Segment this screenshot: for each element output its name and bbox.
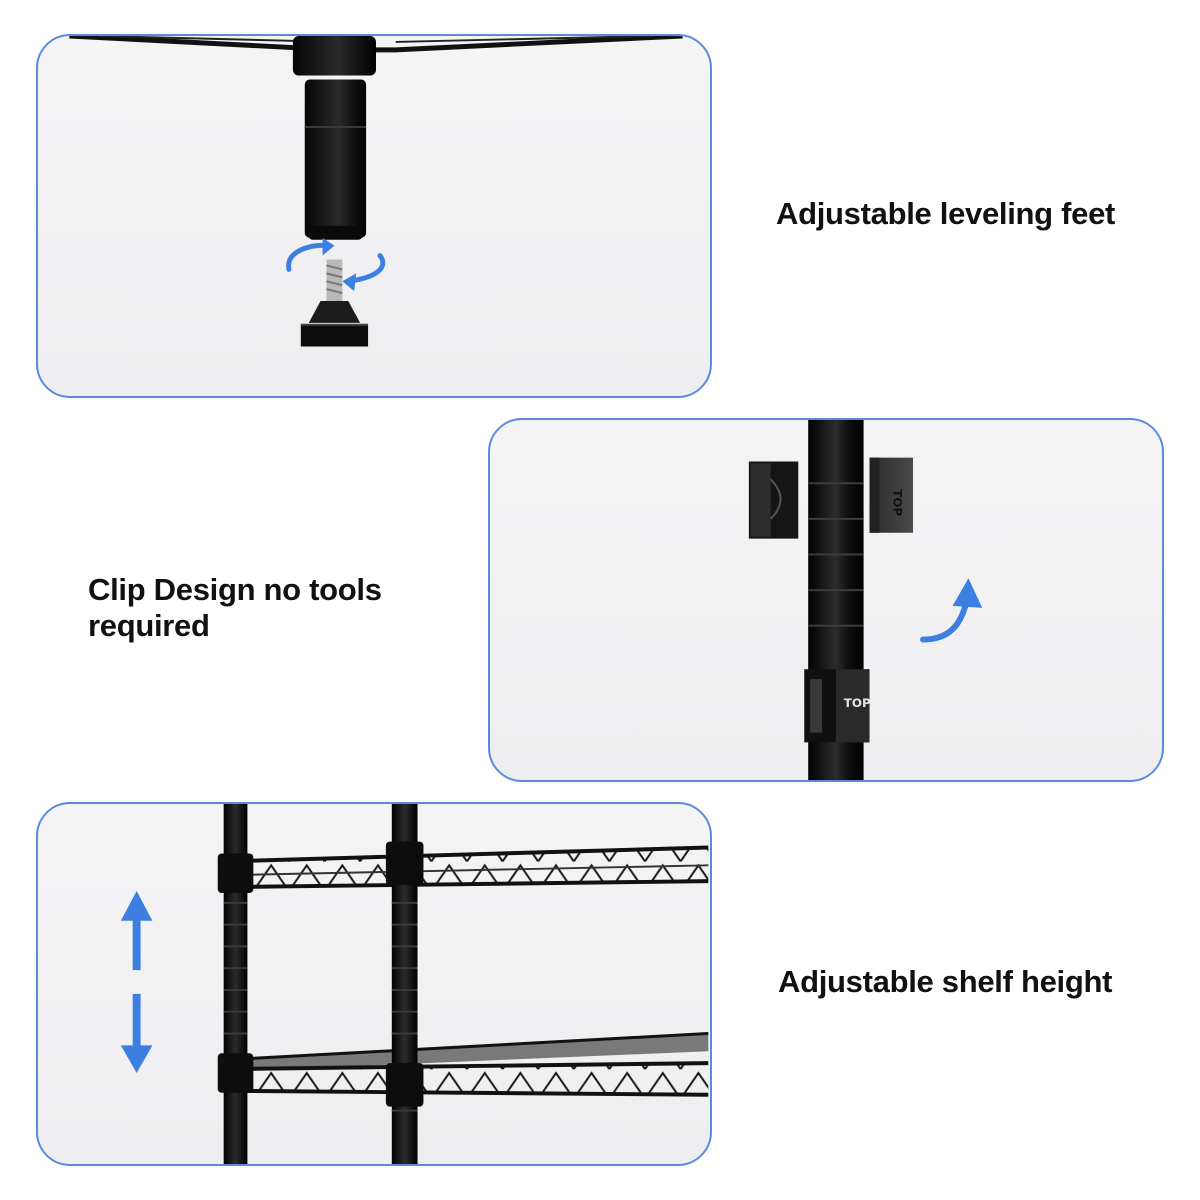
vertical-double-arrow-icon: [120, 891, 153, 1074]
leveling-screw: [326, 259, 343, 302]
shelf-post: [304, 79, 367, 240]
top-stamp-assembled: TOP: [844, 696, 871, 710]
rotate-arrows-icon: [286, 237, 386, 292]
shelf-height-illustration: [120, 804, 709, 1164]
panel-clip-design: TOP TOP: [488, 418, 1164, 782]
lower-shelf: [227, 1031, 709, 1097]
shelf-post-right: [385, 804, 424, 1164]
caption-clip-design: Clip Design no tools required: [88, 572, 382, 643]
clip-half-left: [748, 461, 799, 539]
curved-up-arrow-icon: [919, 578, 983, 643]
leveling-foot: [300, 301, 369, 347]
shelf-post-left: [217, 804, 254, 1164]
upper-shelf: [227, 845, 709, 890]
post-collar: [292, 36, 376, 76]
leveling-feet-illustration: [69, 36, 683, 347]
clip-assembled: TOP: [804, 669, 871, 743]
caption-leveling-feet: Adjustable leveling feet: [776, 196, 1116, 231]
top-stamp-right: TOP: [890, 489, 904, 516]
panel-shelf-height: [36, 802, 712, 1166]
panel-leveling-feet: [36, 34, 712, 398]
clip-design-illustration: TOP TOP: [748, 420, 983, 780]
caption-shelf-height: Adjustable shelf height: [778, 964, 1113, 999]
clip-half-right: TOP: [869, 457, 914, 533]
